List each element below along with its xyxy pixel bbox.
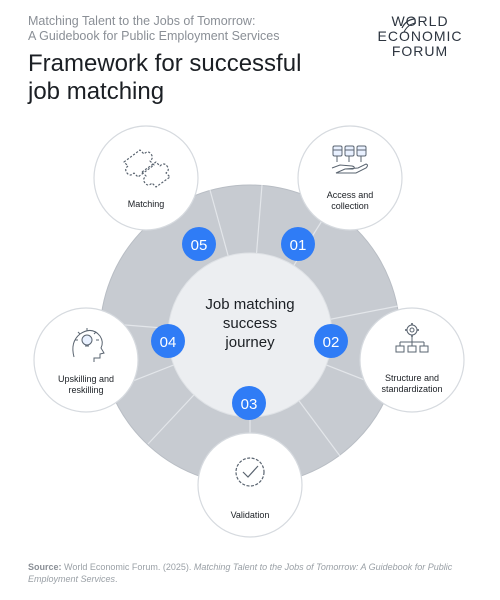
source-label: Source: bbox=[28, 562, 62, 572]
checkmark-circle-icon bbox=[235, 457, 265, 487]
center-line3: journey bbox=[224, 334, 275, 351]
svg-text:05: 05 bbox=[191, 237, 208, 254]
svg-text:02: 02 bbox=[323, 334, 340, 351]
wef-logo: WORLD ECONOMIC FORUM bbox=[360, 14, 480, 72]
source-end: . bbox=[115, 574, 118, 584]
step-structure: Structure and standardization bbox=[359, 307, 465, 413]
badge-04: 04 bbox=[151, 324, 185, 358]
step-access-label-2: collection bbox=[331, 201, 369, 211]
step-matching-label: Matching bbox=[128, 199, 165, 209]
database-hand-icon bbox=[331, 145, 368, 174]
svg-text:01: 01 bbox=[290, 237, 307, 254]
page-title: Framework for successful job matching bbox=[28, 50, 301, 106]
step-validation: Validation bbox=[197, 432, 303, 538]
svg-text:03: 03 bbox=[241, 396, 258, 413]
badge-03: 03 bbox=[232, 386, 266, 420]
step-upskilling-label-1: Upskilling and bbox=[58, 374, 114, 384]
report-subtitle-line1: Matching Talent to the Jobs of Tomorrow: bbox=[28, 14, 256, 28]
framework-diagram: Job matching success journey 01 02 03 04… bbox=[33, 125, 465, 538]
step-structure-label-2: standardization bbox=[381, 384, 442, 394]
logo-arc-icon bbox=[401, 18, 417, 33]
source-text: World Economic Forum. (2025). bbox=[61, 562, 194, 572]
step-upskilling: Upskilling and reskilling bbox=[33, 307, 139, 413]
step-access-label-1: Access and bbox=[327, 190, 374, 200]
svg-text:04: 04 bbox=[160, 334, 177, 351]
source-note: Source: World Economic Forum. (2025). Ma… bbox=[28, 561, 478, 585]
step-matching: Matching bbox=[93, 125, 199, 231]
center-line2: success bbox=[223, 315, 277, 332]
step-structure-label-1: Structure and bbox=[385, 373, 439, 383]
badge-01: 01 bbox=[281, 227, 315, 261]
step-access-collection: Access and collection bbox=[297, 125, 403, 231]
badge-05: 05 bbox=[182, 227, 216, 261]
badge-02: 02 bbox=[314, 324, 348, 358]
source-title: Matching Talent to the Jobs of Tomorrow:… bbox=[28, 562, 453, 584]
page-title-line2: job matching bbox=[28, 78, 165, 105]
puzzle-pieces-icon bbox=[123, 149, 171, 188]
head-lightbulb-icon bbox=[72, 328, 105, 362]
logo-line2: ECONOMIC bbox=[377, 28, 463, 44]
center-line1: Job matching bbox=[205, 296, 294, 313]
logo-line1: WORLD bbox=[391, 13, 449, 29]
page-title-line1: Framework for successful bbox=[28, 50, 302, 77]
report-subtitle-line2: A Guidebook for Public Employment Servic… bbox=[28, 29, 280, 43]
gear-hierarchy-icon bbox=[395, 323, 429, 353]
step-upskilling-label-2: reskilling bbox=[68, 385, 103, 395]
report-subtitle: Matching Talent to the Jobs of Tomorrow:… bbox=[28, 14, 280, 44]
logo-line3: FORUM bbox=[391, 43, 449, 59]
step-validation-label: Validation bbox=[231, 510, 270, 520]
